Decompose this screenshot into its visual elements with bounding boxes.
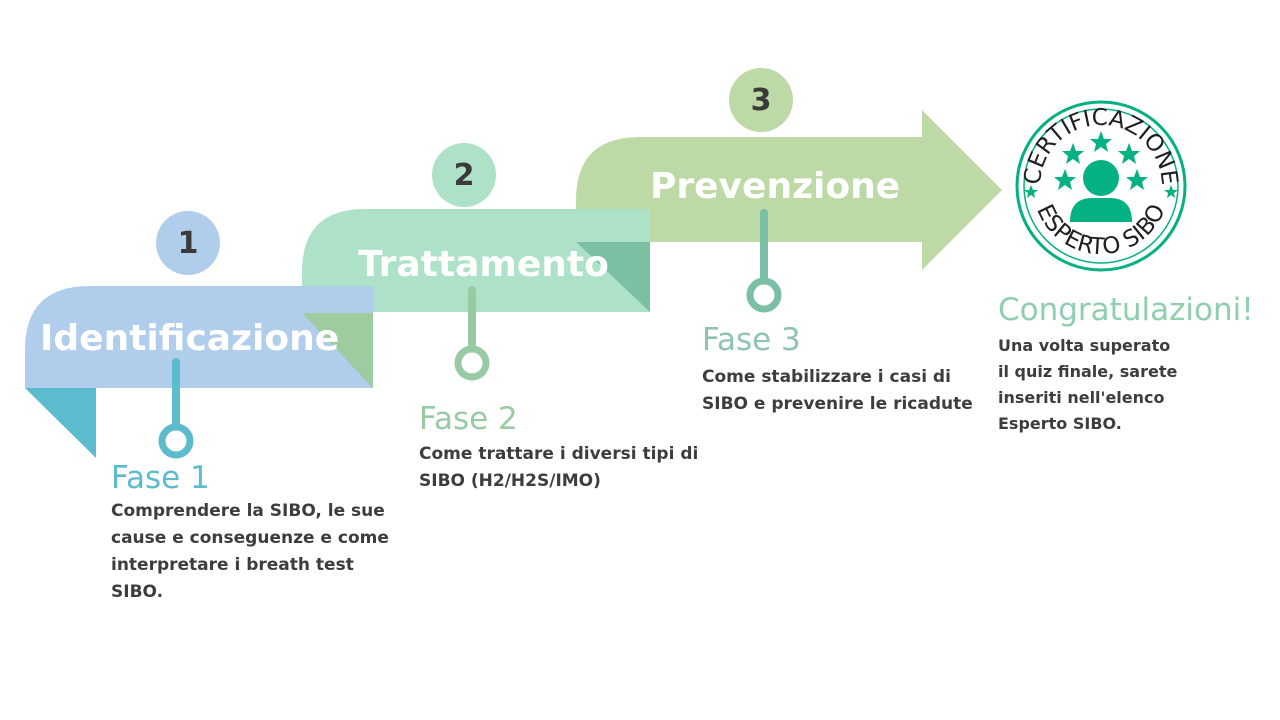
star-icon xyxy=(1118,143,1140,164)
step2-band xyxy=(302,209,650,312)
step1-fold xyxy=(302,313,373,388)
step2-phase: Fase 2 xyxy=(419,401,518,437)
congratulations-title: Congratulazioni! xyxy=(998,292,1254,328)
step3-phase: Fase 3 xyxy=(702,322,801,358)
step1-phase: Fase 1 xyxy=(111,460,210,496)
star-icon xyxy=(1054,169,1076,190)
pin-step1 xyxy=(158,358,194,459)
certification-badge: CERTIFICAZIONE ESPERTO SIBO xyxy=(1015,100,1187,272)
step2-description: Come trattare i diversi tipi di SIBO (H2… xyxy=(419,444,699,491)
step1-description: Comprendere la SIBO, le sue cause e cons… xyxy=(111,501,389,602)
step3-arrow xyxy=(576,110,1002,270)
step2-title: Trattamento xyxy=(358,244,609,285)
step2-fold xyxy=(576,242,650,312)
step3-description: Come stabilizzare i casi di SIBO e preve… xyxy=(702,367,973,414)
step1-title: Identificazione xyxy=(40,318,340,359)
step1-number: 1 xyxy=(156,211,220,275)
step3-title: Prevenzione xyxy=(650,166,901,207)
user-icon xyxy=(1070,160,1132,222)
star-icon xyxy=(1090,131,1112,152)
pin-step2 xyxy=(454,286,490,381)
star-icon xyxy=(1126,169,1148,190)
congratulations-description: Una volta superato il quiz finale, saret… xyxy=(998,336,1178,433)
star-icon xyxy=(1062,143,1084,164)
star-icon xyxy=(1164,185,1178,198)
pin-step3 xyxy=(746,209,782,313)
step1-tail xyxy=(25,388,96,458)
star-icon xyxy=(1024,185,1038,198)
step3-number: 3 xyxy=(729,68,793,132)
step1-band xyxy=(25,286,373,388)
step2-number: 2 xyxy=(432,143,496,207)
